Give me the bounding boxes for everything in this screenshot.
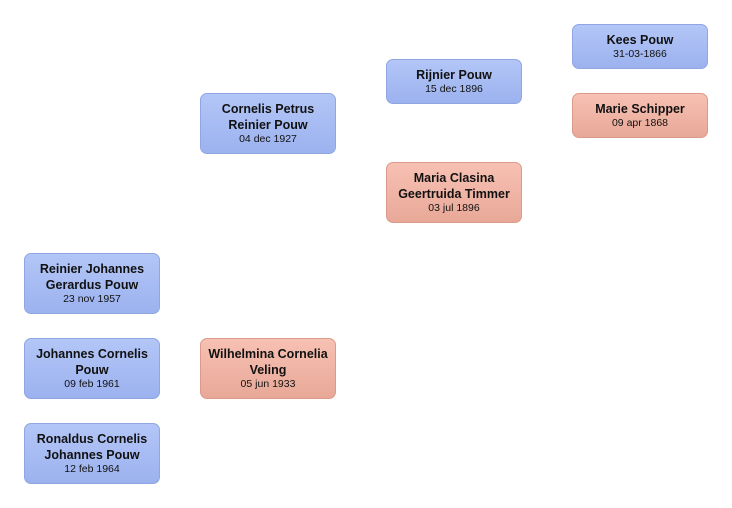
person-birth-date: 09 apr 1868 (611, 117, 669, 129)
person-card-marie-schipper[interactable]: Marie Schipper 09 apr 1868 (572, 93, 708, 138)
person-birth-date: 09 feb 1961 (64, 378, 120, 390)
person-birth-date: 15 dec 1896 (425, 83, 483, 95)
person-card-rijnier-pouw[interactable]: Rijnier Pouw 15 dec 1896 (386, 59, 522, 104)
person-name: Kees Pouw (606, 33, 674, 47)
person-name: Maria Clasina Geertruida Timmer (398, 171, 510, 201)
person-name: Wilhelmina Cornelia Veling (208, 347, 328, 377)
person-card-cornelis-petrus-reinier-pouw[interactable]: Cornelis Petrus Reinier Pouw 04 dec 1927 (200, 93, 336, 154)
person-name: Ronaldus Cornelis Johannes Pouw (36, 432, 148, 462)
person-birth-date: 04 dec 1927 (239, 133, 297, 145)
person-birth-date: 31-03-1866 (613, 48, 667, 60)
person-card-wilhelmina-cornelia-veling[interactable]: Wilhelmina Cornelia Veling 05 jun 1933 (200, 338, 336, 399)
person-birth-date: 03 jul 1896 (428, 202, 480, 214)
person-birth-date: 05 jun 1933 (240, 378, 296, 390)
person-birth-date: 23 nov 1957 (63, 293, 121, 305)
person-card-kees-pouw[interactable]: Kees Pouw 31-03-1866 (572, 24, 708, 69)
person-name: Cornelis Petrus Reinier Pouw (221, 102, 315, 132)
person-name: Marie Schipper (595, 102, 685, 116)
person-name: Johannes Cornelis Pouw (36, 347, 148, 377)
person-card-ronaldus-cornelis-johannes-pouw[interactable]: Ronaldus Cornelis Johannes Pouw 12 feb 1… (24, 423, 160, 484)
person-card-johannes-cornelis-pouw[interactable]: Johannes Cornelis Pouw 09 feb 1961 (24, 338, 160, 399)
person-card-maria-clasina-geertruida-timmer[interactable]: Maria Clasina Geertruida Timmer 03 jul 1… (386, 162, 522, 223)
person-card-reinier-johannes-gerardus-pouw[interactable]: Reinier Johannes Gerardus Pouw 23 nov 19… (24, 253, 160, 314)
person-name: Reinier Johannes Gerardus Pouw (39, 262, 145, 292)
person-name: Rijnier Pouw (416, 68, 492, 82)
person-birth-date: 12 feb 1964 (64, 463, 120, 475)
